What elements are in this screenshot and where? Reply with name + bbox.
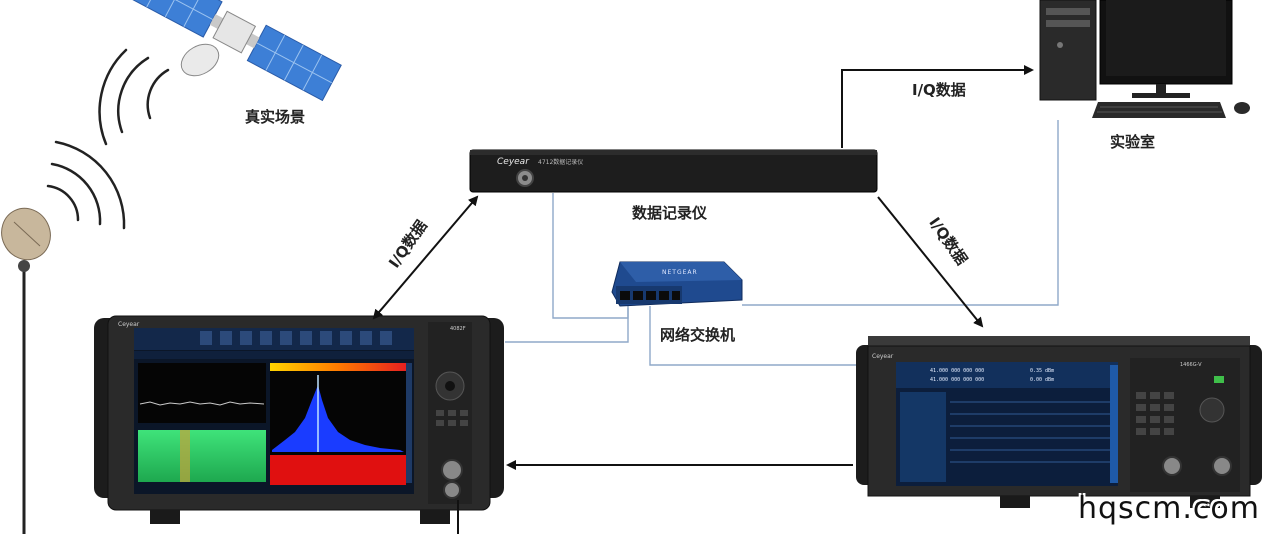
label-iq-right: I/Q数据: [925, 214, 971, 268]
signal-generator-device: [856, 336, 1262, 508]
arrow-recorder-analyzer: [372, 195, 479, 320]
arrow-recorder-to-lab: [841, 65, 1034, 148]
network-switch-device: [611, 261, 743, 307]
analyzer-brand: Ceyear: [118, 321, 140, 328]
spectrum-analyzer-device: [94, 315, 504, 534]
satellite-icon: [127, 0, 342, 102]
generator-model: 1466G-V: [1180, 362, 1202, 368]
watermark: hqscm.com: [1077, 491, 1260, 526]
cable-analyzer-switch: [505, 308, 629, 343]
antenna-signal-arcs: [46, 140, 126, 230]
generator-freq2: 41.000 000 000 000: [930, 377, 984, 383]
network-cables: [505, 120, 1059, 366]
dish-antenna-icon: [1, 207, 51, 534]
computer-icon: [1039, 0, 1250, 118]
label-recorder: 数据记录仪: [632, 204, 708, 222]
generator-power1: 0.35 dBm: [1030, 368, 1054, 374]
data-recorder-device: [469, 149, 878, 193]
recorder-model: 4712数据记录仪: [538, 158, 583, 166]
switch-brand: NETGEAR: [662, 269, 698, 276]
satellite-signal-arcs: [98, 48, 170, 146]
generator-freq1: 41.000 000 000 000: [930, 368, 984, 374]
generator-power2: 0.00 dBm: [1030, 377, 1054, 383]
label-switch: 网络交换机: [660, 326, 736, 344]
analyzer-model: 4082F: [450, 326, 466, 332]
recorder-brand: Ceyear: [497, 157, 530, 167]
label-iq-left: I/Q数据: [385, 217, 431, 271]
flow-arrows: [372, 65, 1034, 470]
cable-switch-lab: [742, 120, 1059, 306]
label-lab: 实验室: [1110, 133, 1156, 151]
label-iq-top: I/Q数据: [912, 81, 966, 99]
cable-generator-switch: [649, 306, 858, 366]
generator-brand: Ceyear: [872, 353, 894, 360]
arrow-recorder-to-generator: [877, 196, 984, 328]
label-real-scene: 真实场景: [245, 108, 306, 126]
